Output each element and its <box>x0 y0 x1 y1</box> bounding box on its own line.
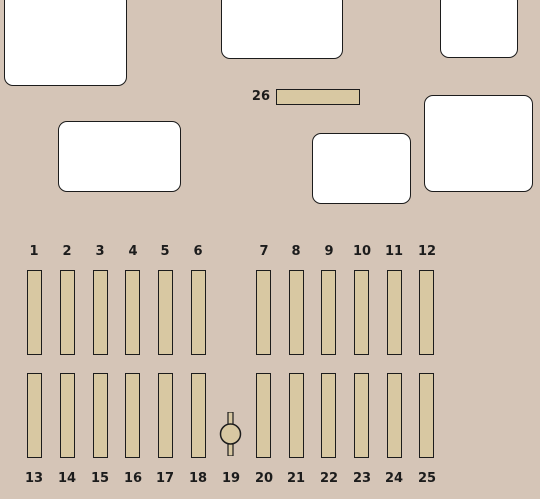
fuse-label: 3 <box>95 244 105 259</box>
fuse-label: 7 <box>259 244 269 259</box>
fuse <box>158 373 173 458</box>
relay-middle-right <box>424 95 533 192</box>
fuse-label: 22 <box>319 471 339 486</box>
fuse-label: 1 <box>29 244 39 259</box>
fuse <box>354 373 369 458</box>
fuse-label: 9 <box>324 244 334 259</box>
fuse-label: 18 <box>188 471 208 486</box>
fuse-label: 21 <box>286 471 306 486</box>
fuse-label-26: 26 <box>251 89 270 104</box>
fuse <box>289 270 304 355</box>
fuse <box>93 270 108 355</box>
fuse-label: 2 <box>62 244 72 259</box>
diode-connector-19 <box>219 412 242 456</box>
relay-top-right <box>440 0 518 58</box>
fuse <box>158 270 173 355</box>
fuse-label: 19 <box>221 471 241 486</box>
fuse-label: 8 <box>291 244 301 259</box>
relay-middle-center <box>312 133 411 204</box>
fuse <box>125 373 140 458</box>
fuse-label: 13 <box>24 471 44 486</box>
fuse-label: 5 <box>160 244 170 259</box>
fuse <box>289 373 304 458</box>
fuse <box>321 373 336 458</box>
fuse-label: 12 <box>417 244 437 259</box>
fuse <box>60 373 75 458</box>
fuse <box>60 270 75 355</box>
fuse-label: 10 <box>352 244 372 259</box>
relay-top-left <box>4 0 127 86</box>
fuse <box>27 270 42 355</box>
fuse-label: 23 <box>352 471 372 486</box>
fuse-label: 24 <box>384 471 404 486</box>
fuse-label: 25 <box>417 471 437 486</box>
fuse <box>256 270 271 355</box>
fuse <box>419 270 434 355</box>
fuse <box>354 270 369 355</box>
fuse-label: 4 <box>128 244 138 259</box>
fuse <box>93 373 108 458</box>
fuse <box>256 373 271 458</box>
relay-top-center <box>221 0 343 59</box>
fuse-label: 6 <box>193 244 203 259</box>
fuse <box>387 270 402 355</box>
fuse-label: 14 <box>57 471 77 486</box>
relay-middle-left <box>58 121 181 192</box>
fuse <box>191 270 206 355</box>
fuse <box>27 373 42 458</box>
fuse-label: 11 <box>384 244 404 259</box>
fuse <box>419 373 434 458</box>
fuse-label: 16 <box>123 471 143 486</box>
fuse-label: 20 <box>254 471 274 486</box>
fuse <box>125 270 140 355</box>
fuse <box>191 373 206 458</box>
fuse-26 <box>276 89 360 105</box>
fuse-label: 17 <box>155 471 175 486</box>
fuse <box>321 270 336 355</box>
fuse <box>387 373 402 458</box>
fuse-label: 15 <box>90 471 110 486</box>
